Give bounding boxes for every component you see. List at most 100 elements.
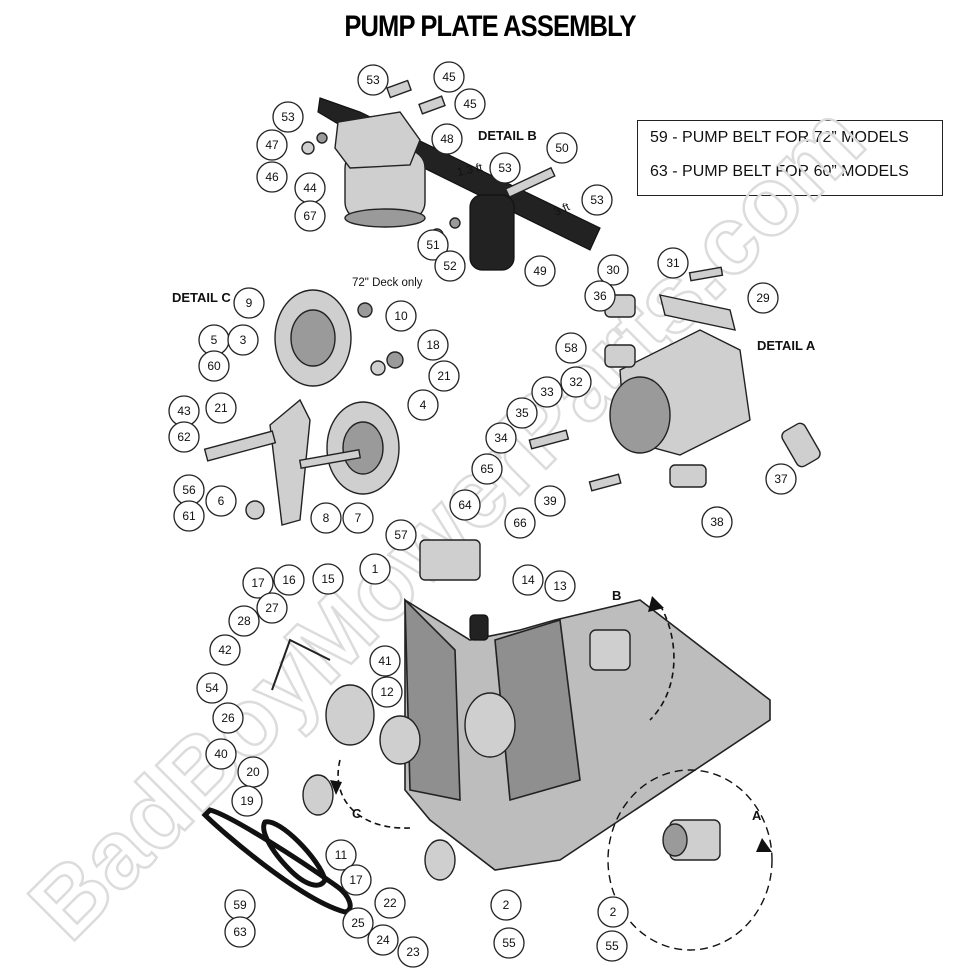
- belt-63: [261, 819, 328, 888]
- detail-a-circle: [607, 769, 773, 951]
- callout-number: 45: [463, 97, 477, 111]
- callout-53: 53: [357, 64, 389, 96]
- callout-6: 6: [205, 485, 237, 517]
- nut-18: [386, 351, 404, 369]
- callout-43: 43: [168, 395, 200, 427]
- callout-number: 18: [426, 338, 440, 352]
- bolt-43: [203, 430, 277, 462]
- callout-12: 12: [371, 676, 403, 708]
- detail-a-group: DETAIL A: [528, 266, 821, 492]
- callout-64: 64: [449, 489, 481, 521]
- callout-2: 2: [490, 889, 522, 921]
- callout-number: 39: [543, 494, 557, 508]
- callout-number: 35: [515, 406, 529, 420]
- nut-47: [301, 141, 315, 155]
- callout-number: 36: [593, 289, 607, 303]
- callout-number: 8: [323, 511, 330, 525]
- callout-21: 21: [205, 392, 237, 424]
- callout-14: 14: [512, 564, 544, 596]
- mount-13: [469, 614, 489, 641]
- callout-number: 44: [303, 181, 317, 195]
- idler-pulley-22: [424, 839, 456, 881]
- callout-47: 47: [256, 129, 288, 161]
- callout-53: 53: [272, 101, 304, 133]
- callout-number: 22: [383, 896, 397, 910]
- callout-4: 4: [407, 389, 439, 421]
- callout-number: 1: [372, 562, 379, 576]
- callout-number: 30: [606, 263, 620, 277]
- callout-number: 10: [394, 309, 408, 323]
- fuel-pump: [469, 194, 515, 271]
- callout-44: 44: [294, 172, 326, 204]
- callout-number: 5: [211, 333, 218, 347]
- callout-number: 53: [281, 110, 295, 124]
- belt-legend: 59 - PUMP BELT FOR 72” MODELS 63 - PUMP …: [637, 120, 943, 196]
- arrowhead-a: [756, 838, 772, 852]
- callout-number: 11: [335, 848, 348, 862]
- callout-61: 61: [173, 500, 205, 532]
- callout-number: 45: [442, 70, 456, 84]
- idler-pulley-12: [325, 684, 375, 746]
- callout-39: 39: [534, 485, 566, 517]
- callout-number: 23: [406, 945, 420, 959]
- callout-number: 54: [205, 681, 219, 695]
- callout-number: 4: [420, 398, 427, 412]
- detail-a-mini-pump: [662, 819, 721, 861]
- callout-number: 57: [394, 528, 408, 542]
- callout-number: 61: [182, 509, 196, 523]
- callout-52: 52: [434, 250, 466, 282]
- pump-pulley-drive: [464, 692, 516, 758]
- callout-number: 63: [233, 925, 247, 939]
- callout-66: 66: [504, 507, 536, 539]
- callout-number: 32: [569, 375, 583, 389]
- callout-number: 3: [240, 333, 247, 347]
- callout-number: 48: [440, 132, 454, 146]
- legend-item-63: 63 - PUMP BELT FOR 60” MODELS: [650, 163, 909, 180]
- callout-15: 15: [312, 563, 344, 595]
- callout-30: 30: [597, 254, 629, 286]
- callout-31: 31: [657, 247, 689, 279]
- callout-number: 55: [605, 939, 619, 953]
- callout-42: 42: [209, 634, 241, 666]
- bolt-39: [588, 473, 622, 492]
- callout-19: 19: [231, 785, 263, 817]
- arrow-label-b: B: [612, 588, 621, 603]
- callout-number: 37: [774, 472, 788, 486]
- callout-number: 33: [540, 385, 554, 399]
- callout-number: 66: [513, 516, 527, 530]
- callout-16: 16: [273, 564, 305, 596]
- callout-10: 10: [385, 300, 417, 332]
- callout-60: 60: [198, 350, 230, 382]
- bracket-29: [659, 294, 736, 331]
- filter-head: [334, 111, 421, 169]
- callout-11: 11: [325, 839, 357, 871]
- callout-59: 59: [224, 889, 256, 921]
- idler-pulley-11: [302, 774, 334, 816]
- belt-59: [201, 807, 353, 915]
- detail-b-group: DETAIL B 1.3 ft 3 ft: [301, 79, 601, 271]
- callout-number: 60: [207, 359, 221, 373]
- callout-37: 37: [765, 463, 797, 495]
- callout-number: 9: [246, 296, 253, 310]
- callout-41: 41: [369, 645, 401, 677]
- callout-65: 65: [471, 453, 503, 485]
- callout-number: 29: [756, 291, 770, 305]
- nut-6: [245, 500, 265, 520]
- callout-24: 24: [367, 924, 399, 956]
- callout-number: 7: [355, 511, 362, 525]
- callout-50: 50: [546, 132, 578, 164]
- hose-length-1-3ft: 1.3 ft: [456, 162, 484, 179]
- callout-28: 28: [228, 605, 260, 637]
- callout-number: 24: [376, 933, 390, 947]
- callout-number: 12: [380, 685, 394, 699]
- callout-2: 2: [597, 896, 629, 928]
- callout-53: 53: [489, 152, 521, 184]
- callout-13: 13: [544, 570, 576, 602]
- bolt-45a: [386, 79, 412, 99]
- callout-number: 16: [282, 573, 296, 587]
- idler-pulley-19: [379, 715, 421, 765]
- callout-67: 67: [294, 200, 326, 232]
- callout-46: 46: [256, 161, 288, 193]
- callout-number: 19: [240, 794, 254, 808]
